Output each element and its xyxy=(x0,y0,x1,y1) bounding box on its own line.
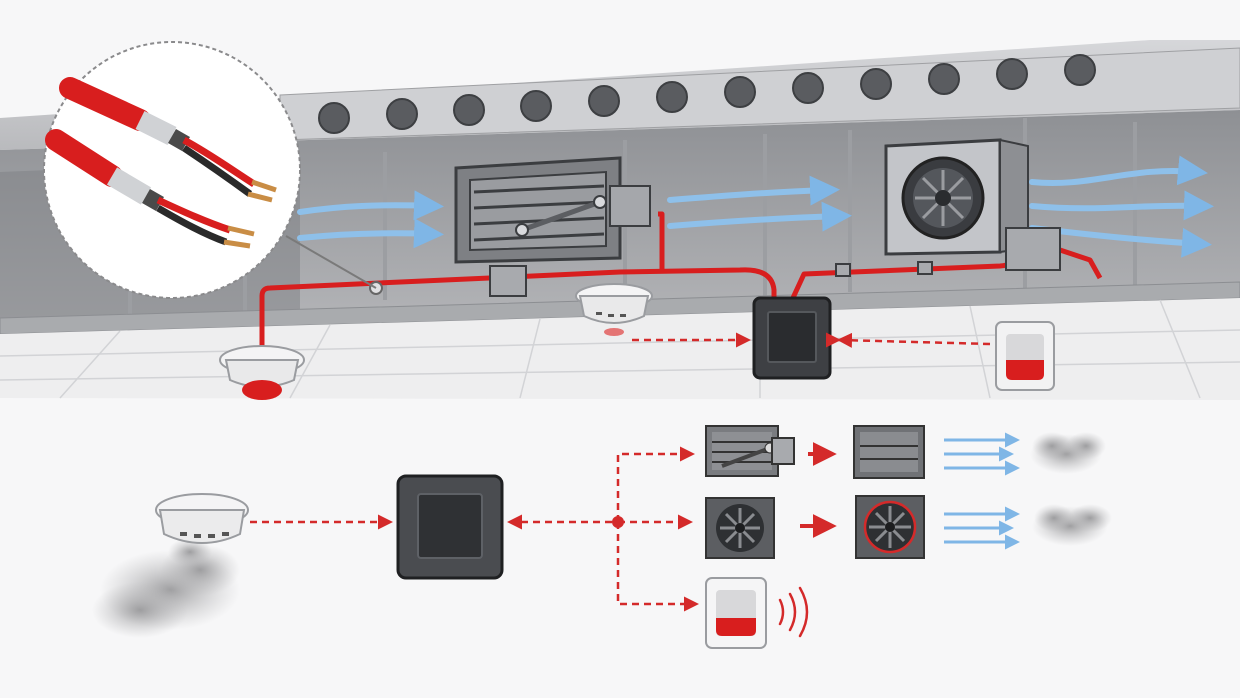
cable-callout-leader xyxy=(285,235,377,289)
ceiling-signal-lines xyxy=(632,332,991,348)
airflow-arrows-intake xyxy=(297,190,444,249)
fire-damper-icon xyxy=(705,425,795,477)
smoke-detector-icon xyxy=(155,493,249,544)
junction-boxes xyxy=(489,227,1061,297)
alarm-sounder-icon xyxy=(995,321,1055,391)
smoke-cloud-icon xyxy=(92,538,240,638)
fire-rated-cable-icon xyxy=(43,41,301,299)
sound-waves-icon xyxy=(778,586,809,638)
airflow-arrow-icon xyxy=(944,506,1020,550)
smoke-exhaust-fan-icon xyxy=(884,138,1029,256)
smoke-exhaust-fan-icon xyxy=(705,497,775,559)
smoke-detector-icon xyxy=(575,283,653,336)
smoke-cloud-icon xyxy=(1032,504,1112,546)
smoke-cloud-icon xyxy=(1030,432,1106,474)
signal-lines xyxy=(250,446,699,612)
slab-holes xyxy=(318,54,1096,134)
fire-alarm-control-panel-icon xyxy=(752,296,832,380)
schematic xyxy=(92,425,1112,649)
signal-junction xyxy=(612,516,624,528)
suspended-ceiling xyxy=(0,298,1240,400)
smoke-detector-icon xyxy=(219,345,305,400)
smoke-exhaust-fan-icon xyxy=(855,495,925,559)
fire-damper-icon xyxy=(853,425,925,479)
airflow-arrows-mid xyxy=(667,175,852,232)
airflow-arrow-icon xyxy=(944,432,1020,476)
alarm-sounder-icon xyxy=(705,577,767,649)
fire-damper-icon xyxy=(454,156,651,264)
fire-alarm-control-panel-icon xyxy=(396,474,504,580)
